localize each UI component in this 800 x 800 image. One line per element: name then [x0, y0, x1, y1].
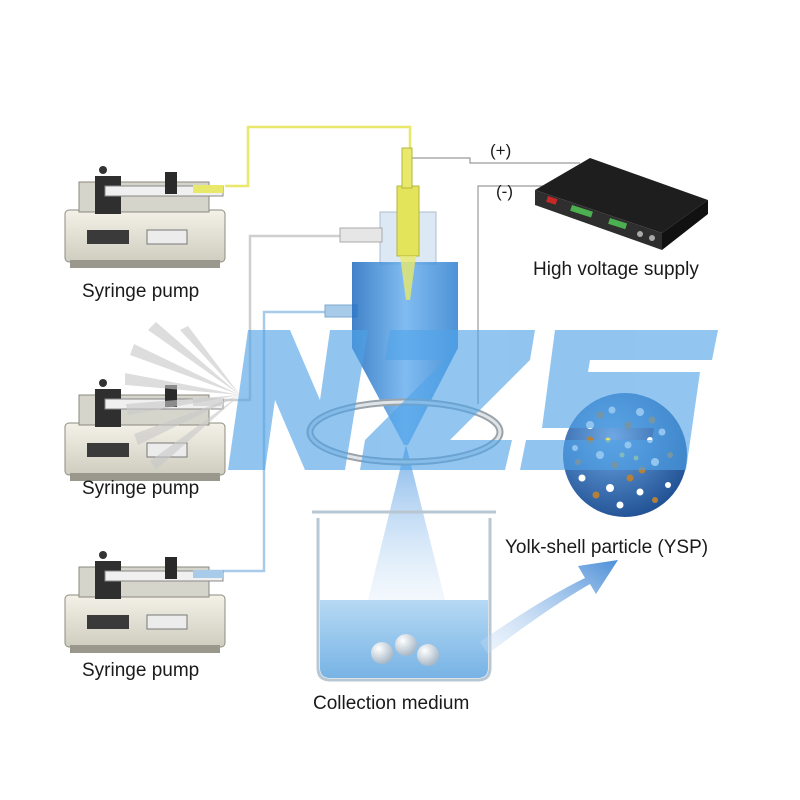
label-syringe-pump-middle: Syringe pump [82, 478, 200, 499]
syringe-pump-icon [64, 551, 226, 653]
label-collection-medium: Collection medium [313, 693, 470, 714]
label-negative: (-) [496, 182, 513, 201]
watermark-logo [125, 322, 718, 470]
label-yolk-shell-particle: Yolk-shell particle (YSP) [505, 537, 709, 558]
syringe-pump-top [64, 166, 226, 268]
label-syringe-pump-top: Syringe pump [82, 281, 200, 302]
watermark-fan [125, 322, 240, 470]
label-syringe-pump-bottom: Syringe pump [82, 660, 200, 681]
tube-yellow [225, 125, 412, 188]
watermark-letters [228, 330, 718, 470]
power-supply-icon [535, 158, 708, 250]
label-high-voltage-supply: High voltage supply [533, 259, 699, 280]
tube-gray [220, 234, 343, 402]
syringe-pump-bottom [64, 551, 226, 653]
spray-cone [368, 445, 445, 600]
label-positive: (+) [490, 141, 512, 160]
curved-arrow-icon [480, 560, 618, 654]
beaker-icon [312, 510, 496, 682]
wire-positive [410, 157, 580, 164]
syringe-pump-icon [64, 166, 226, 268]
